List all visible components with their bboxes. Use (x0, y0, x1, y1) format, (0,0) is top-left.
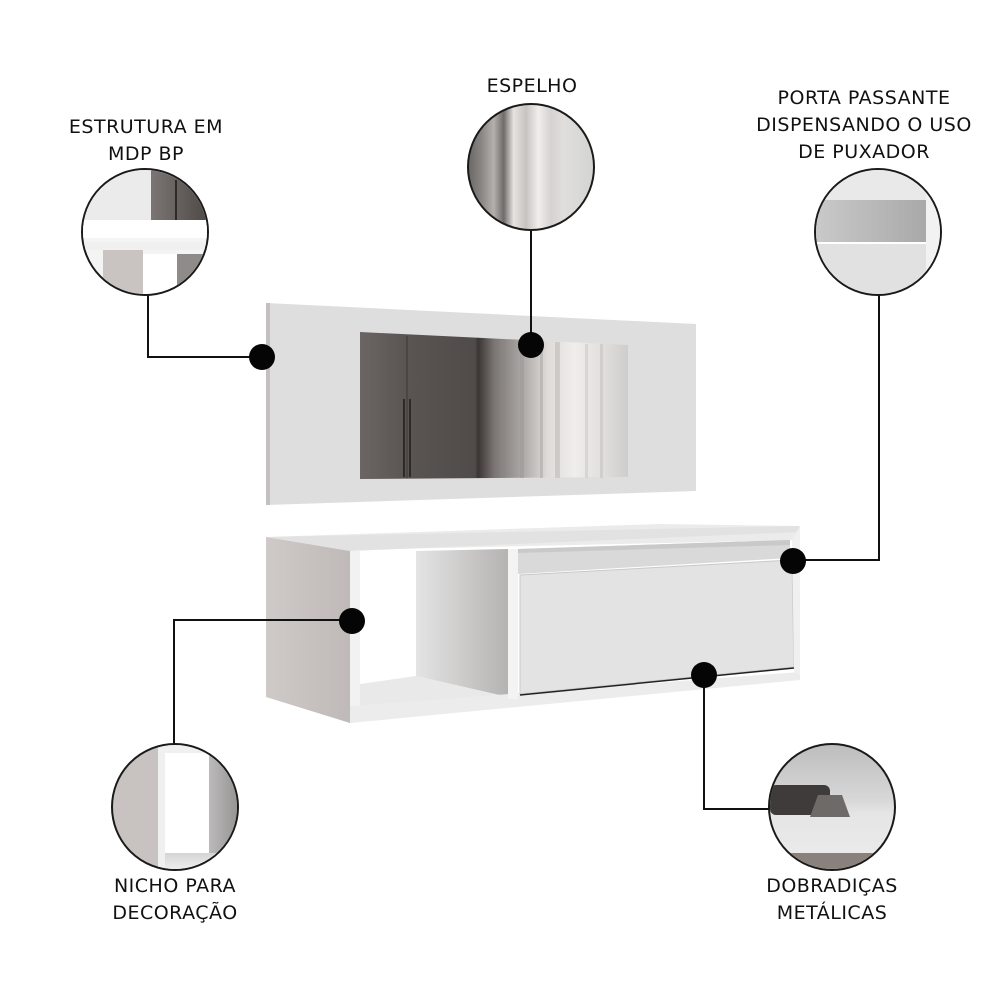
label-dobradicas-line2: METÁLICAS (776, 902, 888, 924)
hotspot-estrutura (249, 344, 275, 370)
label-estrutura: ESTRUTURA EM MDP BP (46, 114, 246, 168)
label-dobradicas: DOBRADIÇAS METÁLICAS (732, 873, 932, 927)
label-porta-line1: PORTA PASSANTE (777, 87, 951, 109)
connector-espelho-v (530, 230, 532, 345)
label-nicho-line2: DECORAÇÃO (112, 902, 238, 924)
hotspot-dobradicas (691, 662, 717, 688)
hotspot-porta (780, 548, 806, 574)
detail-circle-porta (814, 168, 942, 296)
cabinet (266, 524, 800, 723)
mirror-panel (266, 303, 696, 505)
label-nicho: NICHO PARA DECORAÇÃO (75, 873, 275, 927)
label-espelho: ESPELHO (432, 73, 632, 100)
label-nicho-line1: NICHO PARA (113, 875, 237, 897)
detail-circle-espelho (467, 103, 595, 231)
connector-dobradicas-v (703, 676, 705, 810)
label-espelho-line1: ESPELHO (486, 75, 578, 97)
hotspot-nicho (339, 608, 365, 634)
connector-estrutura-v (147, 295, 149, 358)
label-dobradicas-line1: DOBRADIÇAS (766, 875, 898, 897)
detail-circle-nicho (111, 743, 239, 871)
label-porta: PORTA PASSANTE DISPENSANDO O USO DE PUXA… (738, 85, 990, 166)
label-porta-line2: DISPENSANDO O USO (756, 114, 972, 136)
hotspot-espelho (518, 332, 544, 358)
label-estrutura-line1: ESTRUTURA EM (68, 116, 224, 138)
label-estrutura-line2: MDP BP (107, 143, 184, 165)
connector-porta-h (800, 559, 880, 561)
detail-circle-estrutura (81, 168, 209, 296)
connector-porta-v (878, 295, 880, 561)
label-porta-line3: DE PUXADOR (798, 141, 930, 163)
connector-nicho-h (173, 619, 351, 621)
detail-circle-dobradicas (768, 743, 896, 871)
connector-estrutura-h (147, 356, 262, 358)
connector-dobradicas-h (703, 808, 771, 810)
connector-nicho-v (173, 619, 175, 745)
